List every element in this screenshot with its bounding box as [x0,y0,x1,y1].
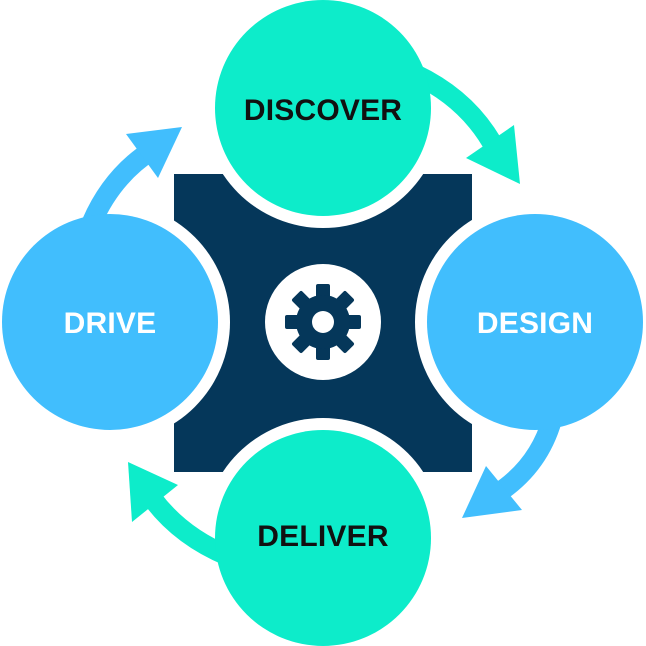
drive-label: DRIVE [64,307,157,340]
discover-label: DISCOVER [244,94,402,127]
discover-circle [215,0,431,216]
gear-icon [285,284,361,360]
arrow-drive-to-discover [82,127,182,227]
design-circle [427,214,643,430]
arrow-discover-to-design [410,64,520,184]
drive-circle [2,214,218,430]
deliver-label: DELIVER [257,520,389,553]
arrow-design-to-deliver [462,416,562,518]
deliver-circle [215,430,431,646]
design-label: DESIGN [477,307,593,340]
arrow-deliver-to-drive [128,462,232,566]
